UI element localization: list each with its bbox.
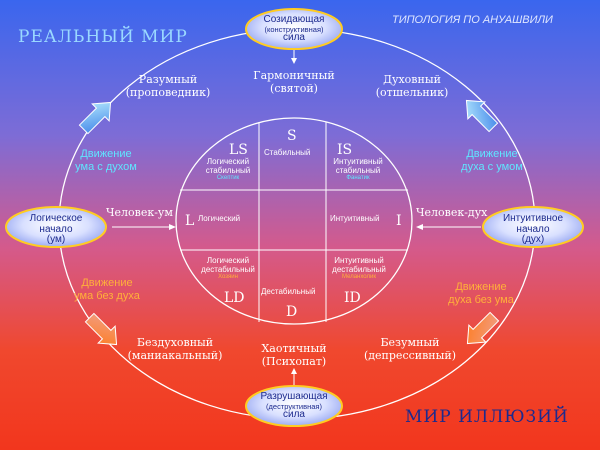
arrow-top-head — [291, 58, 297, 64]
inner-L: L — [185, 213, 195, 229]
inner-ID-line1: Интуитивный — [334, 256, 384, 265]
arrow-up-left-icon — [78, 101, 112, 135]
bottom-node-line2: (деструктивная) — [266, 401, 322, 411]
inner-LS-line2: стабильный — [205, 166, 251, 176]
inner-I-word: Интуитивный — [330, 214, 380, 223]
inner-S-word: Стабильный — [264, 148, 311, 157]
label-spiritual-line1: Духовный — [383, 73, 441, 86]
left-node-line1: Логическое — [29, 213, 83, 224]
right-node-line1: Интуитивное — [502, 213, 564, 224]
bottom-node-line3: сила — [283, 409, 305, 421]
label-human-mind: Человек-ум — [106, 206, 173, 219]
arrow-up-right-icon — [465, 99, 499, 133]
arrow-left-head — [169, 224, 176, 230]
inner-IS: IS — [337, 142, 353, 158]
inner-ID: ID — [344, 290, 361, 306]
inner-IS-words: Интуитивный стабильный Фанатик — [328, 157, 388, 182]
inner-LD-line2: дестабильный — [201, 265, 255, 275]
top-node-line2: (конструктивная) — [264, 24, 324, 34]
inner-LS-words: Логический стабильный Скептик — [200, 157, 256, 182]
bottom-node-shape — [245, 385, 343, 427]
label-reasonable-line1: Разумный — [138, 73, 198, 86]
label-spiritual-line2: (отшельник) — [375, 85, 449, 99]
top-node-line1: Созидающая — [263, 14, 325, 25]
right-node-shape — [482, 206, 584, 248]
inner-LD-words: Логический дестабильный Хозяин — [198, 256, 258, 281]
label-harmonic-line2: (святой) — [270, 81, 318, 95]
top-node-label: Созидающая (конструктивная) сила — [254, 14, 334, 44]
label-mind-with-spirit-line2: ума с духом — [75, 160, 137, 173]
bottom-node-line1: Разрушающая — [260, 391, 328, 402]
inner-IS-line2: стабильный — [335, 166, 381, 176]
inner-LD: LD — [224, 290, 245, 306]
inner-LS: LS — [229, 142, 248, 158]
label-chaotic-line2: (Психопат) — [261, 354, 327, 368]
label-spirit-without-mind-line1: Движение — [455, 281, 507, 293]
label-spirit-without-mind: Движение духа без ума — [436, 281, 526, 306]
bottom-node-label: Разрушающая (деструктивная) сила — [254, 391, 334, 421]
label-human-spirit: Человек-дух — [416, 206, 488, 219]
diagram-title: ТИПОЛОГИЯ ПО АНУАШВИЛИ — [392, 14, 553, 26]
inner-IS-sub: Фанатик — [346, 175, 370, 182]
label-mind-with-spirit: Движение ума с духом — [66, 148, 146, 173]
right-node-label: Интуитивное начало (дух) — [489, 213, 577, 246]
arrow-right-head — [416, 224, 423, 230]
label-reasonable-line2: (проповедник) — [125, 85, 211, 99]
illusion-world-label: МИР ИЛЛЮЗИЙ — [405, 407, 569, 427]
inner-ellipse — [175, 117, 413, 325]
inner-LS-line1: Логический — [206, 157, 250, 166]
label-chaotic: Хаотичный (Психопат) — [249, 342, 339, 368]
arrow-down-right-icon — [466, 311, 500, 345]
label-mind-without-spirit-line2: ума без духа — [74, 289, 140, 302]
label-mind-without-spirit-line1: Движение — [81, 277, 133, 289]
inner-LD-line1: Логический — [206, 256, 250, 265]
right-node-line2: начало — [516, 223, 550, 235]
label-insane: Безумный (депрессивный) — [355, 336, 465, 362]
label-reasonable: Разумный (проповедник) — [118, 73, 218, 99]
inner-L-word: Логический — [198, 214, 241, 223]
arrow-bottom-head — [291, 368, 297, 374]
top-node-line3: сила — [283, 32, 305, 44]
left-node-label: Логическое начало (ум) — [12, 213, 100, 246]
left-node-line2: начало — [39, 223, 73, 235]
label-harmonic: Гармоничный (святой) — [249, 69, 339, 95]
inner-LD-sub: Хозяин — [218, 274, 238, 281]
inner-IS-line1: Интуитивный — [333, 157, 383, 166]
label-chaotic-line1: Хаотичный — [261, 342, 327, 355]
label-spirit-with-mind-line2: духа с умом — [461, 160, 523, 173]
label-spirit-without-mind-line2: духа без ума — [448, 293, 514, 306]
label-spiritual: Духовный (отшельник) — [362, 73, 462, 99]
left-node-line3: (ум) — [46, 234, 66, 245]
label-soulless-line1: Бездуховный — [136, 336, 214, 349]
inner-ID-line2: дестабильный — [332, 265, 386, 275]
inner-ID-sub: Меланхолик — [342, 274, 376, 281]
inner-D-word: Дестабильный — [261, 287, 316, 296]
inner-S: S — [287, 128, 297, 144]
inner-LS-sub: Скептик — [216, 175, 240, 182]
real-world-label: РЕАЛЬНЫЙ МИР — [18, 27, 188, 47]
label-harmonic-line1: Гармоничный — [253, 69, 335, 82]
label-insane-line2: (депрессивный) — [363, 348, 456, 362]
top-node-shape — [245, 8, 343, 50]
label-soulless-line2: (маниакальный) — [127, 348, 223, 362]
inner-ID-words: Интуитивный дестабильный Меланхолик — [328, 256, 390, 281]
label-spirit-with-mind-line1: Движение — [466, 148, 518, 160]
inner-I: I — [396, 213, 402, 229]
label-soulless: Бездуховный (маниакальный) — [120, 336, 230, 362]
label-spirit-with-mind: Движение духа с умом — [452, 148, 532, 173]
right-node-line3: (дух) — [521, 234, 545, 245]
inner-D: D — [286, 304, 298, 320]
label-mind-with-spirit-line1: Движение — [80, 148, 132, 160]
label-insane-line1: Безумный — [380, 336, 440, 349]
arrow-down-left-icon — [84, 312, 118, 346]
left-node-shape — [5, 206, 107, 248]
label-mind-without-spirit: Движение ума без духа — [62, 277, 152, 302]
